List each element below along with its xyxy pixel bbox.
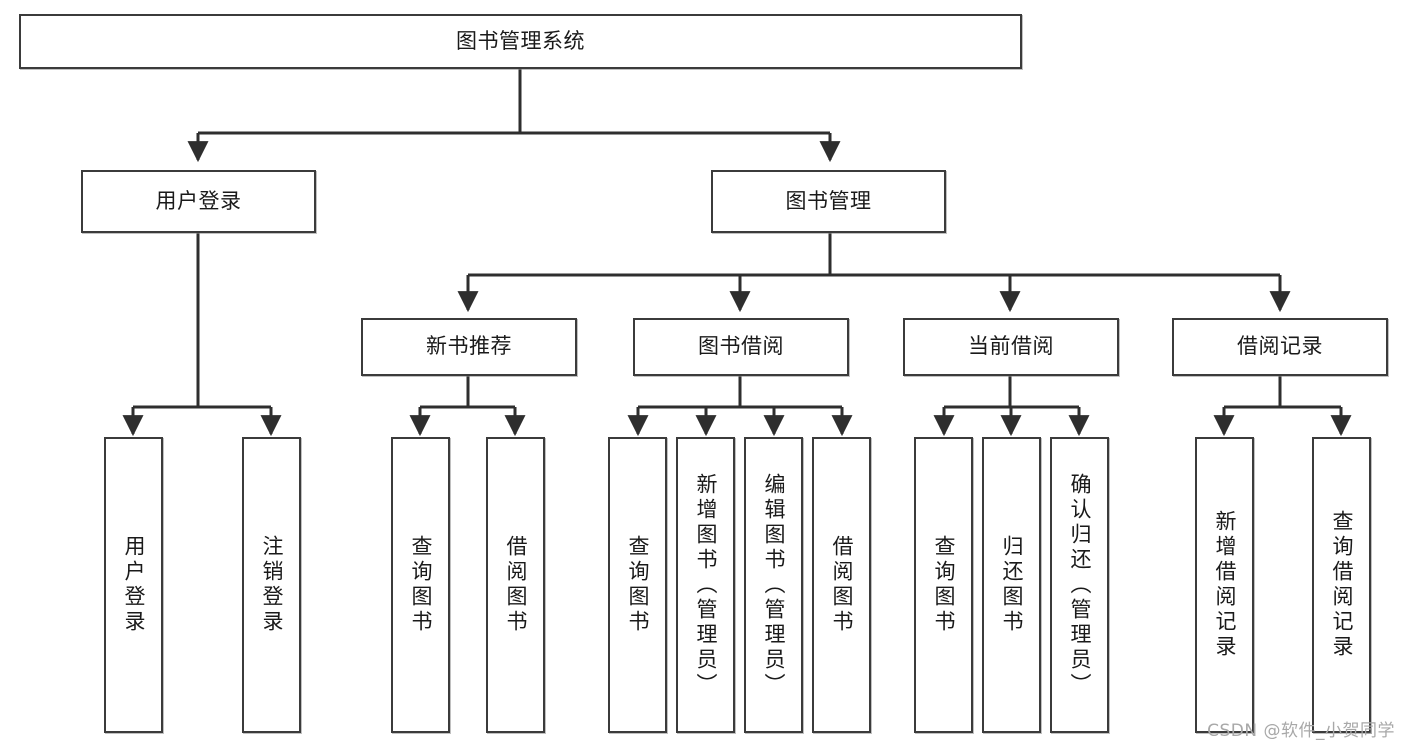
node-label: 查询借阅记录: [1329, 510, 1354, 660]
leaf-edit-book-admin[interactable]: 编辑图书（管理员）: [744, 437, 803, 733]
leaf-return-book[interactable]: 归还图书: [982, 437, 1041, 733]
node-new-book-recommendation[interactable]: 新书推荐: [361, 318, 577, 376]
leaf-logout[interactable]: 注销登录: [242, 437, 301, 733]
leaf-query-book-borrow[interactable]: 查询图书: [608, 437, 667, 733]
leaf-borrow-book[interactable]: 借阅图书: [812, 437, 871, 733]
node-label: 图书借阅: [698, 334, 784, 359]
node-label: 注销登录: [259, 535, 284, 635]
node-label: 查询图书: [408, 535, 433, 635]
node-label: 用户登录: [155, 188, 242, 213]
leaf-borrow-book-recommend[interactable]: 借阅图书: [486, 437, 545, 733]
node-label: 编辑图书（管理员）: [761, 472, 786, 698]
node-book-borrow[interactable]: 图书借阅: [633, 318, 849, 376]
leaf-query-book-recommend[interactable]: 查询图书: [391, 437, 450, 733]
leaf-query-borrow-record[interactable]: 查询借阅记录: [1312, 437, 1371, 733]
leaf-add-book-admin[interactable]: 新增图书（管理员）: [676, 437, 735, 733]
node-label: 借阅图书: [503, 535, 528, 635]
node-book-management[interactable]: 图书管理: [711, 170, 946, 233]
node-label: 归还图书: [999, 535, 1024, 635]
node-current-borrow[interactable]: 当前借阅: [903, 318, 1119, 376]
csdn-watermark: CSDN @软件_小贺同学: [1207, 721, 1395, 741]
node-label: 图书管理: [785, 188, 872, 213]
node-label: 新增借阅记录: [1212, 510, 1237, 660]
node-label: 用户登录: [121, 535, 146, 635]
node-label: 当前借阅: [968, 334, 1054, 359]
node-label: 借阅图书: [829, 535, 854, 635]
node-label: 确认归还（管理员）: [1067, 472, 1092, 698]
node-label: 新书推荐: [426, 334, 512, 359]
leaf-user-login[interactable]: 用户登录: [104, 437, 163, 733]
node-user-login[interactable]: 用户登录: [81, 170, 316, 233]
leaf-query-book-current[interactable]: 查询图书: [914, 437, 973, 733]
leaf-confirm-return-admin[interactable]: 确认归还（管理员）: [1050, 437, 1109, 733]
node-label: 图书管理系统: [456, 28, 585, 53]
leaf-add-borrow-record[interactable]: 新增借阅记录: [1195, 437, 1254, 733]
node-label: 查询图书: [625, 535, 650, 635]
node-label: 新增图书（管理员）: [693, 472, 718, 698]
node-label: 借阅记录: [1237, 334, 1323, 359]
node-label: 查询图书: [931, 535, 956, 635]
node-root-book-management-system[interactable]: 图书管理系统: [19, 14, 1022, 69]
node-borrow-records[interactable]: 借阅记录: [1172, 318, 1388, 376]
